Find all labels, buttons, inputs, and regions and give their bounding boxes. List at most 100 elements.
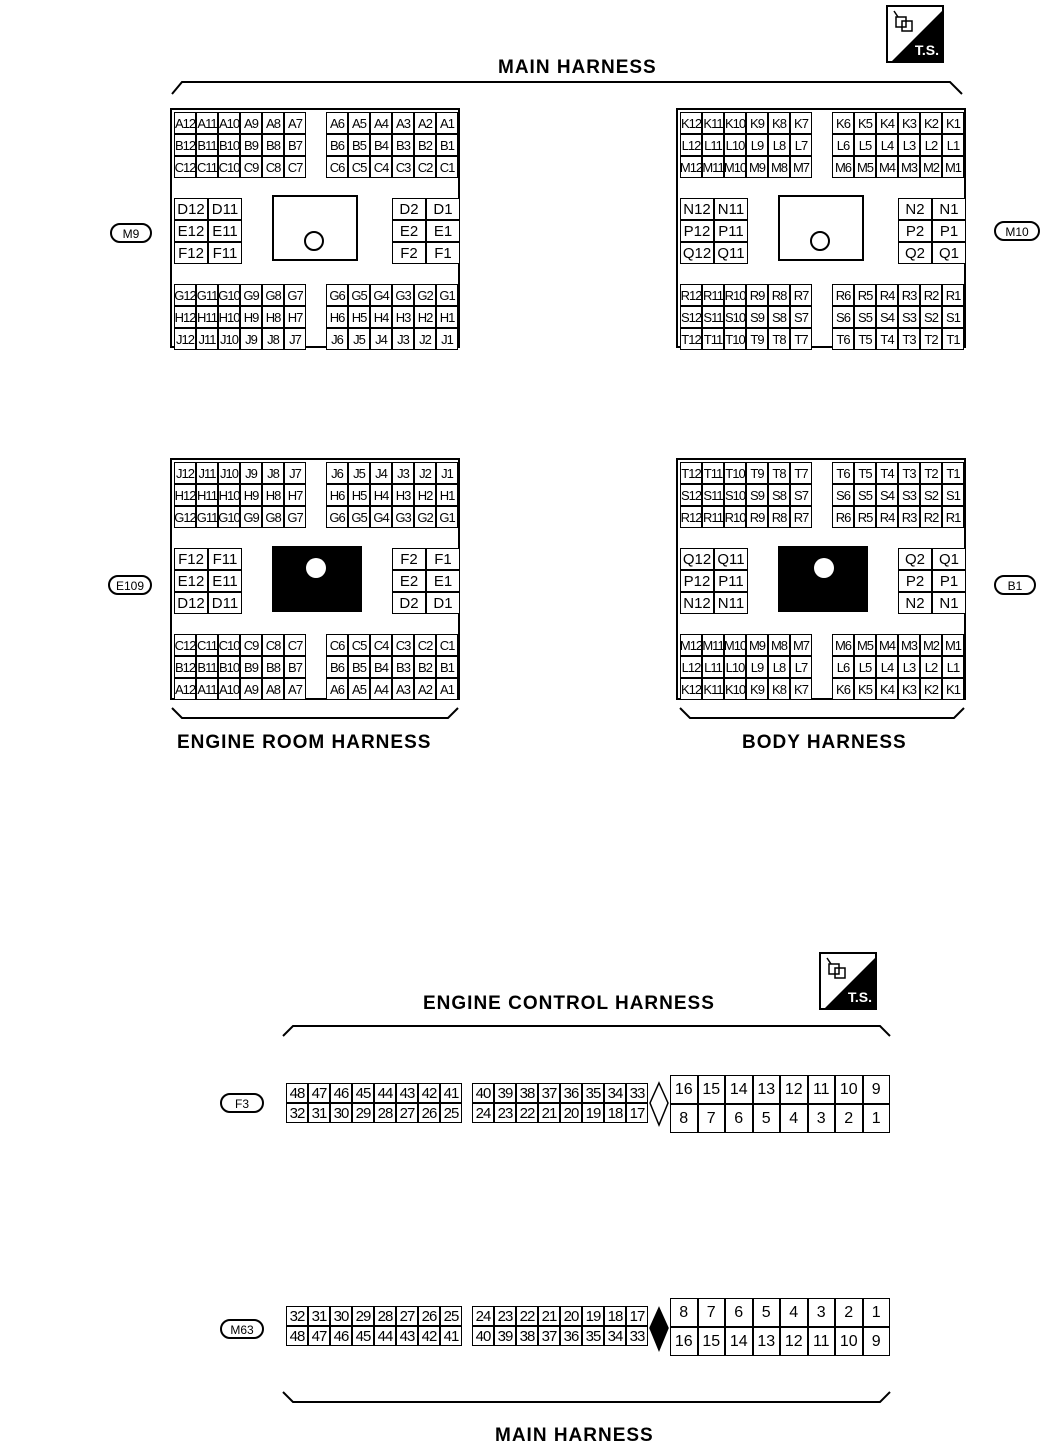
pin-cell: P2	[898, 570, 932, 592]
pin-cell: 14	[725, 1327, 753, 1356]
pin-cell: A5	[348, 678, 370, 700]
pin-cell: T12	[680, 328, 702, 350]
pin-cell: C1	[436, 634, 458, 656]
pin-cell: 29	[352, 1103, 374, 1123]
pin-cell: R3	[898, 506, 920, 528]
pin-cell: 35	[582, 1326, 604, 1346]
pin-cell: G7	[284, 284, 306, 306]
engine-room-harness-title: ENGINE ROOM HARNESS	[177, 732, 432, 753]
pin-cell: L5	[854, 134, 876, 156]
pin-cell: D2	[392, 592, 426, 614]
pin-cell: 21	[538, 1103, 560, 1123]
pin-cell: 40	[472, 1083, 494, 1103]
pin-cell: C4	[370, 156, 392, 178]
pin-cell: B5	[348, 134, 370, 156]
pin-cell: T11	[702, 328, 724, 350]
pin-cell: T2	[920, 462, 942, 484]
pin-cell: H9	[240, 484, 262, 506]
connector-m10-lock-outline	[778, 195, 864, 261]
pin-cell: G5	[348, 284, 370, 306]
pin-cell: M4	[876, 634, 898, 656]
pin-cell: A1	[436, 678, 458, 700]
pin-cell: T5	[854, 328, 876, 350]
pin-cell: H10	[218, 306, 240, 328]
pin-cell: S1	[942, 306, 964, 328]
pin-cell: C2	[414, 634, 436, 656]
pin-cell: 10	[835, 1075, 863, 1104]
pin-cell: P2	[898, 220, 932, 242]
pin-cell: T4	[876, 328, 898, 350]
pin-cell: 5	[752, 1298, 780, 1327]
pin-cell: C7	[284, 634, 306, 656]
pin-cell: R11	[702, 506, 724, 528]
ts-badge-top: T.S.	[886, 5, 944, 63]
pin-cell: 32	[286, 1103, 308, 1123]
pin-cell: Q1	[932, 242, 966, 264]
pin-cell: R4	[876, 506, 898, 528]
pin-cell: P1	[932, 220, 966, 242]
pin-cell: T3	[898, 462, 920, 484]
pin-cell: A8	[262, 112, 284, 134]
connector-m9-lock-outline	[272, 195, 358, 261]
pin-cell: T10	[724, 462, 746, 484]
pin-cell: 5	[752, 1104, 780, 1133]
pin-cell: F11	[208, 242, 242, 264]
pin-cell: G12	[174, 284, 196, 306]
pin-cell: G5	[348, 506, 370, 528]
pin-cell: K1	[942, 112, 964, 134]
pin-cell: 12	[780, 1327, 808, 1356]
pin-cell: S12	[680, 484, 702, 506]
pin-cell: B2	[414, 656, 436, 678]
connector-id-m10: M10	[994, 221, 1040, 241]
pin-cell: A4	[370, 678, 392, 700]
pin-cell: C10	[218, 634, 240, 656]
pin-cell: S7	[790, 306, 812, 328]
pin-cell: K8	[768, 112, 790, 134]
pin-cell: L9	[746, 656, 768, 678]
pin-cell: A9	[240, 112, 262, 134]
pin-cell: D2	[392, 198, 426, 220]
pin-cell: B7	[284, 656, 306, 678]
pin-cell: H11	[196, 306, 218, 328]
pin-cell: L12	[680, 656, 702, 678]
pin-cell: C1	[436, 156, 458, 178]
pin-cell: T6	[832, 462, 854, 484]
pin-cell: C4	[370, 634, 392, 656]
pin-cell: 3	[807, 1298, 835, 1327]
pin-cell: L5	[854, 656, 876, 678]
pin-cell: 36	[560, 1083, 582, 1103]
pin-cell: 19	[582, 1306, 604, 1326]
pin-cell: T11	[702, 462, 724, 484]
pin-cell: 41	[440, 1326, 462, 1346]
pin-cell: T7	[790, 462, 812, 484]
pin-cell: 24	[472, 1306, 494, 1326]
pin-cell: M10	[724, 634, 746, 656]
pin-cell: N11	[714, 592, 748, 614]
pin-cell: H12	[174, 306, 196, 328]
pin-cell: E2	[392, 220, 426, 242]
pin-cell: 10	[835, 1327, 863, 1356]
pin-cell: R2	[920, 506, 942, 528]
pin-cell: C8	[262, 156, 284, 178]
pin-cell: H2	[414, 484, 436, 506]
pin-cell: A4	[370, 112, 392, 134]
pin-cell: E11	[208, 220, 242, 242]
pin-cell: J1	[436, 462, 458, 484]
pin-cell: N11	[714, 198, 748, 220]
pin-cell: C3	[392, 156, 414, 178]
pin-cell: S3	[898, 306, 920, 328]
pin-cell: H12	[174, 484, 196, 506]
pin-cell: J10	[218, 462, 240, 484]
pin-cell: D1	[426, 592, 460, 614]
pin-cell: L7	[790, 134, 812, 156]
pin-cell: A9	[240, 678, 262, 700]
pin-cell: 45	[352, 1083, 374, 1103]
pin-cell: 1	[862, 1104, 890, 1133]
pin-cell: R11	[702, 284, 724, 306]
pin-cell: A10	[218, 678, 240, 700]
pin-cell: A7	[284, 112, 306, 134]
pin-cell: K3	[898, 112, 920, 134]
pin-cell: H6	[326, 484, 348, 506]
pin-cell: G7	[284, 506, 306, 528]
pin-cell: T12	[680, 462, 702, 484]
